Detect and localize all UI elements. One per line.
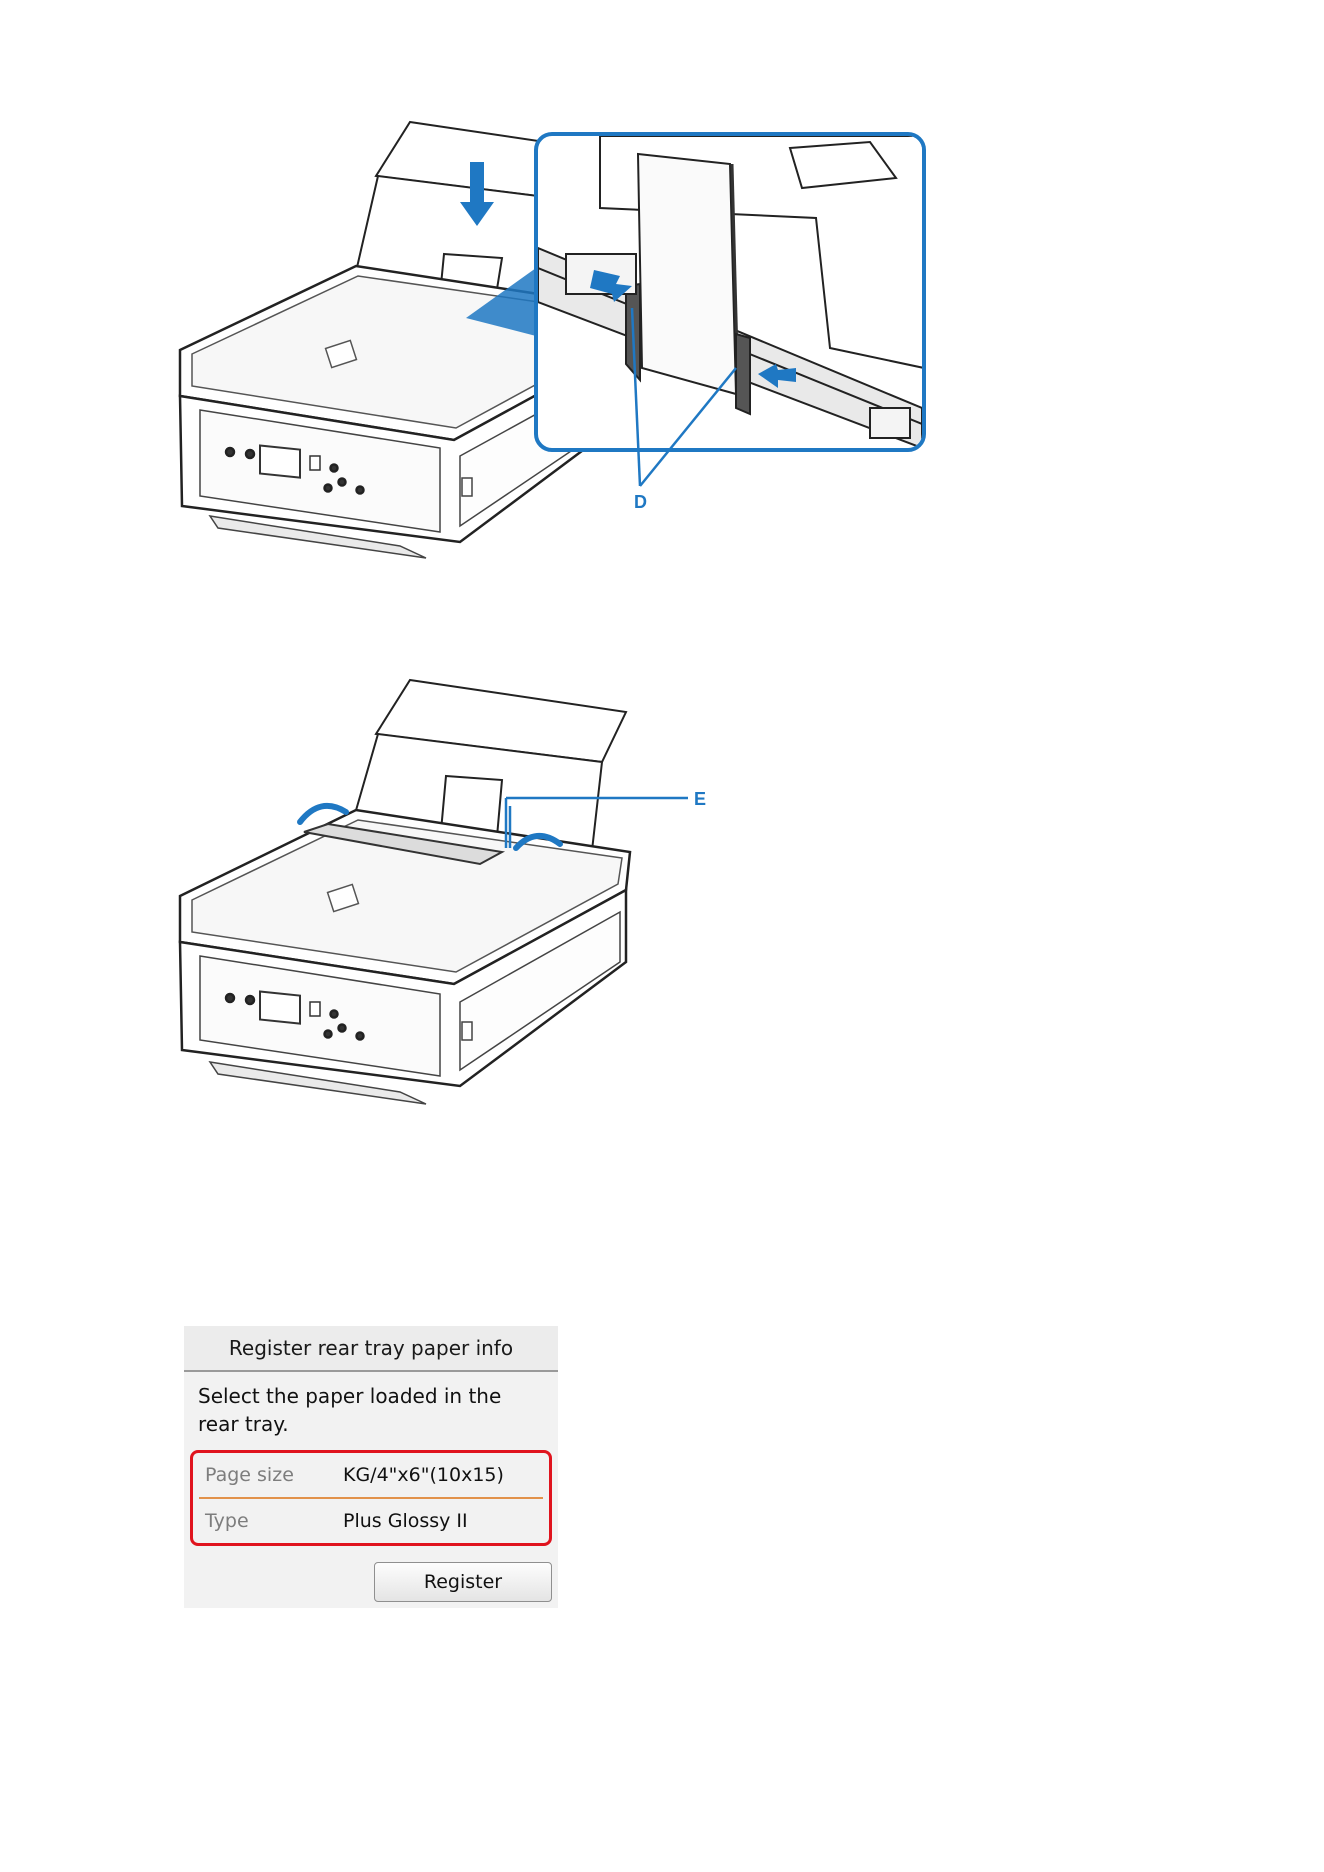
setting-label: Page size [205,1453,294,1497]
callout-label-e: E [694,789,706,809]
setting-value: KG/4"x6"(10x15) [343,1453,504,1497]
printer-body [180,810,630,1104]
setting-row-type[interactable]: Type Plus Glossy II [193,1499,549,1543]
setting-row-page-size[interactable]: Page size KG/4"x6"(10x15) [193,1453,549,1497]
printer-illustration-1: D [170,118,1050,578]
figure-printer-slot-cover: E [170,676,770,1116]
dialog-title: Register rear tray paper info [184,1326,558,1372]
setting-value: Plus Glossy II [343,1499,468,1543]
printer-illustration-2: E [170,676,770,1116]
callout-label-d: D [634,492,647,512]
register-button[interactable]: Register [374,1562,552,1602]
dialog-message: Select the paper loaded in the rear tray… [198,1382,538,1438]
lcd-dialog: Register rear tray paper info Select the… [184,1326,558,1608]
setting-label: Type [205,1499,249,1543]
figure-printer-paper-guides: D [170,118,1050,578]
zoom-inset: D [536,134,924,512]
paper-settings-highlight: Page size KG/4"x6"(10x15) Type Plus Glos… [190,1450,552,1546]
